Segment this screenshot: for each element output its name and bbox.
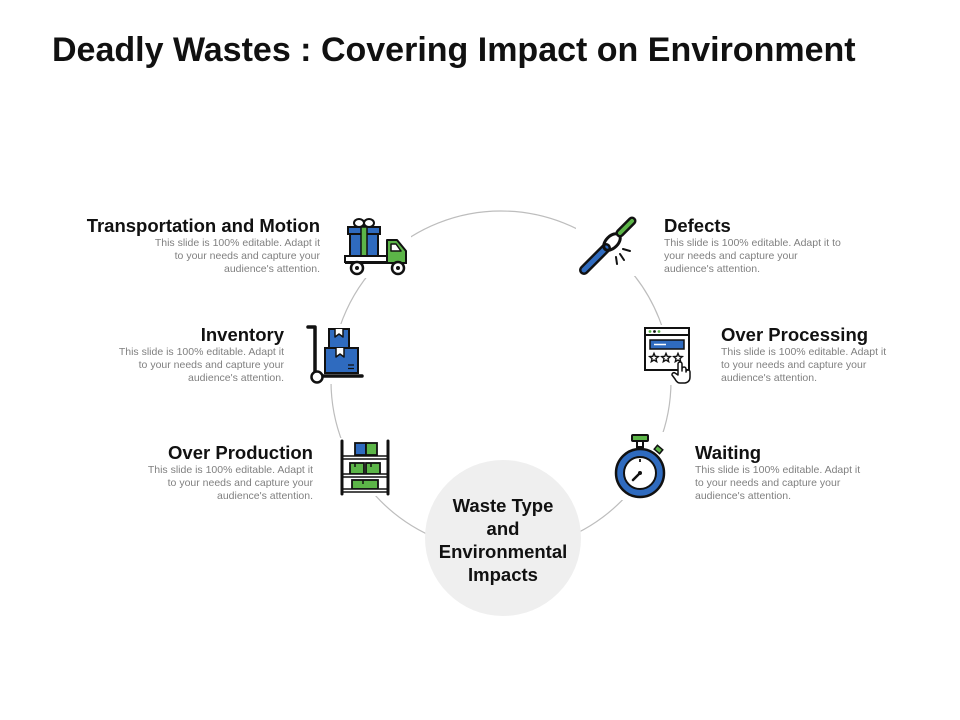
description-line: audience's attention. — [217, 489, 313, 502]
description-line: your needs and capture your — [664, 249, 798, 262]
center-label-line: Impacts — [468, 564, 538, 585]
item-title: Waiting — [695, 442, 762, 463]
center-label-line: Waste Type — [452, 495, 554, 516]
item-over-production: Over Production This slide is 100% edita… — [148, 442, 313, 502]
item-title: Over Production — [168, 442, 313, 463]
center-label: Waste Type and Environmental Impacts — [423, 494, 583, 586]
description-line: This slide is 100% editable. Adapt it — [695, 464, 861, 476]
item-waiting: Waiting This slide is 100% editable. Ada… — [695, 442, 860, 502]
item-description: This slide is 100% editable. Adapt it to… — [148, 464, 313, 502]
shelf-boxes-icon — [338, 438, 394, 496]
description-line: audience's attention. — [664, 262, 760, 275]
description-line: audience's attention. — [224, 262, 320, 275]
item-description: This slide is 100% editable. Adapt it to… — [87, 237, 320, 275]
truck-icon — [343, 216, 411, 278]
description-line: to your needs and capture your — [167, 476, 313, 489]
description-line: This slide is 100% editable. Adapt it to — [664, 237, 841, 249]
item-description: This slide is 100% editable. Adapt it to… — [721, 346, 886, 384]
item-title: Over Processing — [721, 324, 869, 345]
description-line: to your needs and capture your — [138, 358, 284, 371]
item-over-processing: Over Processing This slide is 100% edita… — [721, 324, 886, 384]
description-line: to your needs and capture your — [695, 476, 841, 489]
center-label-line: and — [486, 518, 520, 539]
broken-chain-icon — [576, 214, 638, 276]
item-inventory: Inventory This slide is 100% editable. A… — [119, 324, 284, 384]
description-line: to your needs and capture your — [721, 358, 867, 371]
description-line: This slide is 100% editable. Adapt it — [154, 237, 320, 249]
item-description: This slide is 100% editable. Adapt it to… — [119, 346, 284, 384]
description-line: audience's attention. — [695, 489, 791, 502]
description-line: This slide is 100% editable. Adapt it — [118, 346, 284, 358]
item-description: This slide is 100% editable. Adapt it to… — [695, 464, 860, 502]
browser-rating-icon — [642, 325, 702, 385]
item-transportation-and-motion: Transportation and Motion This slide is … — [87, 215, 320, 275]
item-title: Transportation and Motion — [86, 215, 320, 236]
item-description: This slide is 100% editable. Adapt it to… — [664, 237, 841, 275]
center-circle — [425, 460, 581, 616]
description-line: This slide is 100% editable. Adapt it — [147, 464, 313, 476]
item-title: Inventory — [200, 324, 284, 345]
description-line: This slide is 100% editable. Adapt it — [721, 346, 887, 358]
slide-title: Deadly Wastes : Covering Impact on Envir… — [52, 31, 856, 69]
description-line: audience's attention. — [721, 371, 817, 384]
description-line: audience's attention. — [188, 371, 284, 384]
stopwatch-icon — [611, 432, 669, 500]
hand-truck-boxes-icon — [304, 324, 366, 384]
description-line: to your needs and capture your — [174, 249, 320, 262]
center-label-line: Environmental — [438, 541, 568, 562]
item-title: Defects — [664, 215, 731, 236]
item-defects: Defects This slide is 100% editable. Ada… — [664, 215, 841, 275]
